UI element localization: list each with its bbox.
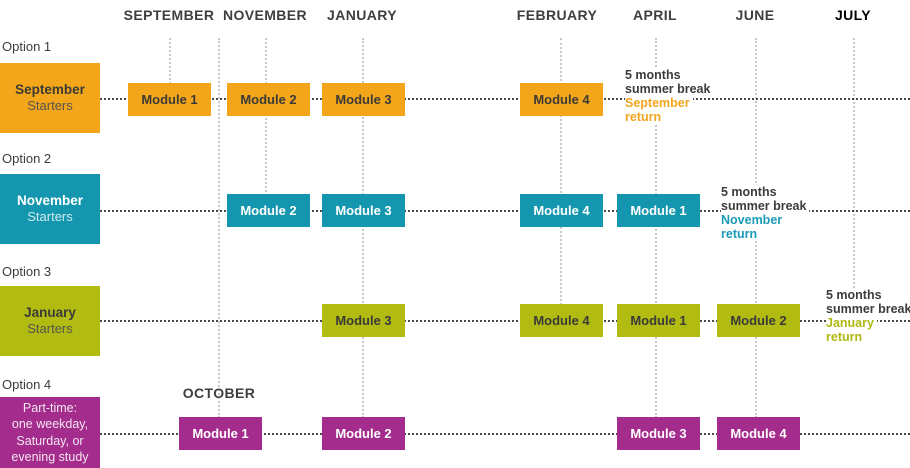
module-box: Module 4 <box>520 194 603 227</box>
starter-line: Saturday, or <box>16 433 84 448</box>
gridline-february <box>560 38 562 305</box>
note-line: September <box>625 96 693 110</box>
starter-block-january: January Starters <box>0 286 100 356</box>
module-box: Module 1 <box>128 83 211 116</box>
october-label: OCTOBER <box>182 385 256 401</box>
option4-label: Option 4 <box>2 377 52 392</box>
module-box: Module 4 <box>717 417 800 450</box>
note-line: summer break <box>625 82 714 96</box>
starter-title: January <box>24 305 76 320</box>
gridline-november <box>265 38 267 196</box>
summer-break-note-september: 5 months summer break September return <box>625 68 714 124</box>
row2-timeline <box>100 210 910 212</box>
note-line: summer break <box>826 302 910 316</box>
row3-timeline <box>100 320 910 322</box>
module-box: Module 1 <box>179 417 262 450</box>
module-box: Module 4 <box>520 304 603 337</box>
summer-break-note-november: 5 months summer break November return <box>721 185 810 241</box>
option1-label: Option 1 <box>2 39 52 54</box>
summer-break-note-january: 5 months summer break January return <box>826 288 910 344</box>
gridline-july <box>853 38 855 300</box>
module-box: Module 1 <box>617 304 700 337</box>
module-box: Module 3 <box>617 417 700 450</box>
option2-label: Option 2 <box>2 151 52 166</box>
month-header-january: JANUARY <box>327 7 397 23</box>
gridline-october <box>218 38 220 418</box>
starter-block-november: November Starters <box>0 174 100 244</box>
note-line: 5 months <box>625 68 684 82</box>
note-line: January <box>826 316 877 330</box>
starter-block-september: September Starters <box>0 63 100 133</box>
starter-block-part-time: Part-time: one weekday, Saturday, or eve… <box>0 397 100 468</box>
month-header-november: NOVEMBER <box>222 7 308 23</box>
note-line: 5 months <box>826 288 885 302</box>
module-box: Module 3 <box>322 304 405 337</box>
note-line: 5 months <box>721 185 780 199</box>
starter-title: September <box>15 82 85 97</box>
starter-subtitle: Starters <box>27 209 73 224</box>
module-box: Module 4 <box>520 83 603 116</box>
month-header-june: JUNE <box>735 7 775 23</box>
module-box: Module 2 <box>322 417 405 450</box>
starter-title: November <box>16 193 84 208</box>
gridline-september <box>169 38 171 84</box>
row4-timeline <box>100 433 910 435</box>
gridline-january <box>362 38 364 418</box>
starter-subtitle: Starters <box>27 321 73 336</box>
month-header-april: APRIL <box>633 7 677 23</box>
module-box: Module 2 <box>717 304 800 337</box>
month-header-february: FEBRUARY <box>516 7 598 23</box>
module-box: Module 1 <box>617 194 700 227</box>
starter-line: evening study <box>11 450 89 464</box>
module-box: Module 2 <box>227 194 310 227</box>
note-line: summer break <box>721 199 810 213</box>
month-header-september: SEPTEMBER <box>123 7 215 23</box>
module-box: Module 3 <box>322 83 405 116</box>
gridline-april <box>655 38 657 418</box>
month-header-july: JULY <box>834 7 872 23</box>
starter-subtitle: Starters <box>27 98 73 113</box>
module-box: Module 2 <box>227 83 310 116</box>
option3-label: Option 3 <box>2 264 52 279</box>
note-line: return <box>826 330 866 344</box>
row1-timeline <box>100 98 910 100</box>
module-box: Module 3 <box>322 194 405 227</box>
note-line: return <box>721 227 761 241</box>
starter-line: one weekday, <box>11 417 89 431</box>
note-line: November <box>721 213 786 227</box>
starter-line: Part-time: <box>22 400 78 415</box>
note-line: return <box>625 110 665 124</box>
